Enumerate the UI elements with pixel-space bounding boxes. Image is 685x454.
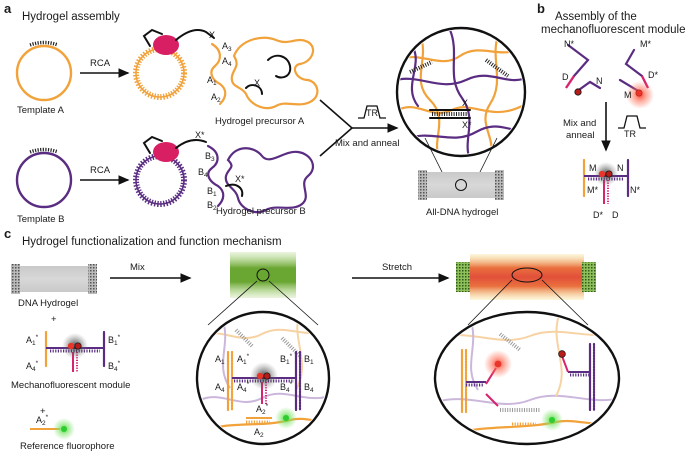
- label-x-a2: X: [254, 78, 260, 88]
- thermal-ramp-icon: [358, 105, 386, 119]
- c-dna-hydrogel-label: DNA Hydrogel: [18, 298, 78, 309]
- rca-label-b: RCA: [90, 165, 111, 176]
- c-stretch-label: Stretch: [382, 262, 412, 273]
- svg-text:A3: A3: [222, 41, 232, 53]
- panel-a-title: Hydrogel assembly: [22, 11, 120, 23]
- hydrogel-x-label: X: [462, 98, 468, 108]
- template-b-circle: [15, 147, 73, 209]
- c-mix-label: Mix: [130, 262, 145, 273]
- label-xstar-b2: X*: [235, 174, 245, 184]
- c-mechanofluorescent-module: [44, 330, 106, 372]
- c-stretched-zoom-ellipse: [433, 310, 621, 446]
- svg-text:A1*: A1*: [237, 353, 250, 366]
- c-module-label: Mechanofluorescent module: [11, 380, 130, 391]
- precursor-a-network-orange: [230, 36, 319, 110]
- svg-text:A4*: A4*: [26, 360, 39, 373]
- svg-text:A1: A1: [215, 354, 225, 366]
- precursor-a-rca-circle: [133, 28, 187, 100]
- c-plus-2: +: [40, 406, 46, 417]
- c-plus-1: +: [51, 314, 57, 325]
- assembled-module: [582, 158, 630, 204]
- rca-label-a: RCA: [90, 58, 111, 69]
- svg-text:B1: B1: [207, 186, 217, 198]
- svg-text:A4*: A4*: [237, 381, 250, 394]
- svg-text:B2: B2: [207, 200, 217, 212]
- b-res-dstar: D*: [593, 210, 603, 220]
- module-strands-unassembled: [565, 43, 654, 109]
- template-a-label: Template A: [17, 105, 65, 116]
- svg-text:B1*: B1*: [108, 334, 121, 347]
- b-tr-label: TR: [624, 129, 636, 139]
- b-label-mstar: M*: [640, 39, 651, 49]
- svg-text:A2*: A2*: [36, 414, 49, 427]
- c-dna-hydrogel-bar: [11, 264, 97, 294]
- precursor-b-rca-circle: [133, 135, 187, 207]
- b-res-nstar: N*: [630, 185, 640, 195]
- hydrogel-xstar-label: X*: [462, 120, 472, 130]
- hydrogel-zoom-circle: [395, 26, 527, 158]
- panel-b-title-line1: Assembly of the: [555, 11, 637, 23]
- precursor-b-network-purple: [224, 147, 315, 214]
- b-thermal-ramp-icon: [618, 115, 646, 129]
- b-label-n: N: [596, 76, 603, 86]
- b-mix-line1: Mix and: [563, 118, 596, 129]
- b-label-dstar: D*: [648, 70, 658, 80]
- svg-text:A1*: A1*: [26, 334, 39, 347]
- precursor-a-network-black: [267, 54, 292, 79]
- svg-text:A2*: A2*: [256, 403, 269, 416]
- svg-text:A2: A2: [254, 427, 264, 439]
- c-relaxed-hydrogel-bar: [230, 252, 296, 298]
- panel-a-letter: a: [4, 1, 12, 16]
- svg-text:B4*: B4*: [280, 381, 293, 394]
- panel-b-title-line2: mechanofluorescent modules: [541, 24, 685, 36]
- b-mix-line2: anneal: [566, 130, 595, 141]
- b-res-mstar: M*: [587, 185, 598, 195]
- polymerase-a-icon: [153, 35, 179, 55]
- precursor-a-label: Hydrogel precursor A: [215, 116, 305, 127]
- precursor-a-orange-strand: [210, 42, 227, 106]
- b-res-m: M: [589, 163, 597, 173]
- b-res-n: N: [617, 163, 624, 173]
- tr-label-a: TR: [366, 108, 378, 118]
- svg-text:B1: B1: [304, 354, 314, 366]
- panel-b-letter: b: [537, 1, 545, 16]
- c-relaxed-zoom-circle: [195, 310, 331, 446]
- label-x-a: X: [209, 30, 215, 40]
- svg-text:B3: B3: [205, 151, 215, 163]
- b-label-d: D: [562, 72, 569, 82]
- svg-text:B1*: B1*: [280, 353, 293, 366]
- all-dna-hydrogel-bar: [418, 170, 504, 200]
- svg-text:A4: A4: [222, 56, 232, 68]
- svg-text:B4: B4: [304, 382, 314, 394]
- all-dna-hydrogel-label: All-DNA hydrogel: [426, 207, 498, 218]
- svg-text:A4: A4: [215, 382, 225, 394]
- template-a-circle: [15, 40, 73, 102]
- template-b-label: Template B: [17, 214, 65, 225]
- precursor-a-black-strand: [175, 29, 215, 41]
- svg-text:B4: B4: [198, 167, 208, 179]
- svg-text:A2: A2: [211, 92, 221, 104]
- c-reference-label: Reference fluorophore: [20, 441, 115, 452]
- panel-c-letter: c: [4, 226, 11, 241]
- mix-anneal-label: Mix and anneal: [335, 138, 399, 149]
- c-reference-fluorophore: [30, 418, 75, 440]
- label-xstar-b: X*: [195, 130, 205, 140]
- b-label-m: M: [624, 90, 632, 100]
- precursor-b-label: Hydrogel precursor B: [216, 206, 306, 217]
- b-label-nstar: N*: [564, 39, 574, 49]
- panel-c-title: Hydrogel functionalization and function …: [22, 236, 282, 248]
- svg-text:A1: A1: [207, 75, 217, 87]
- b-res-d: D: [612, 210, 619, 220]
- c-stretched-hydrogel-bar: [456, 254, 596, 300]
- svg-text:B4*: B4*: [108, 360, 121, 373]
- polymerase-b-icon: [153, 142, 179, 162]
